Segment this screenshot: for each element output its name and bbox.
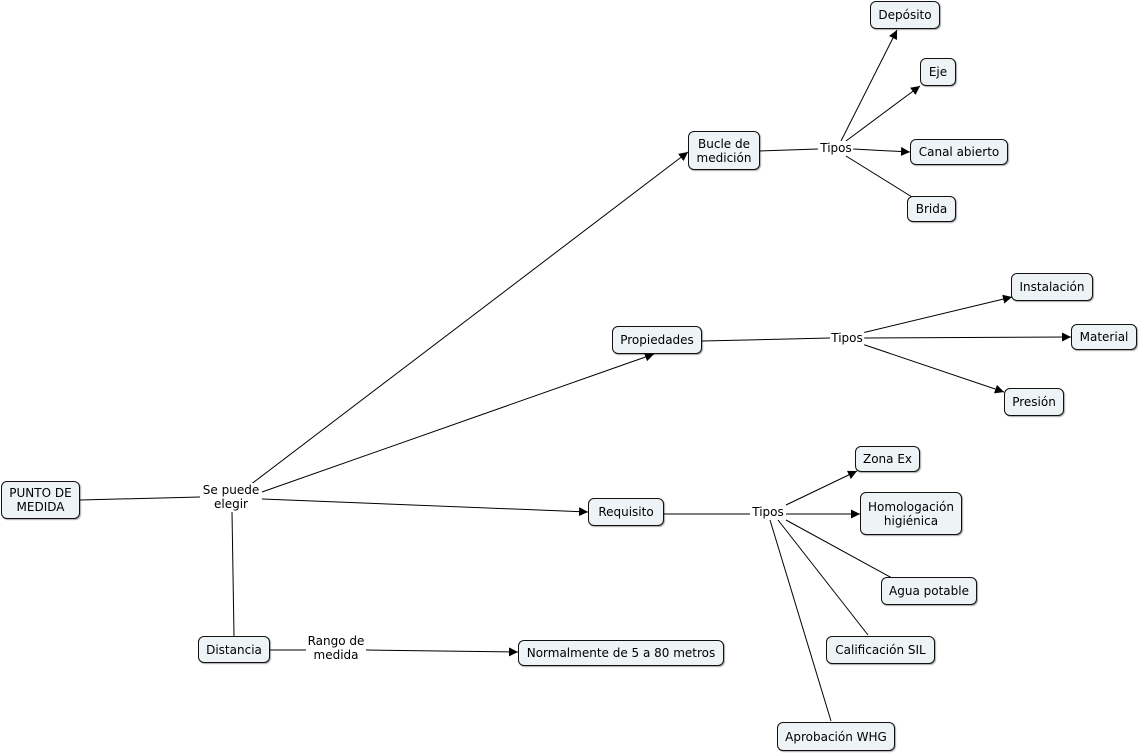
concept-presion[interactable]: Presión bbox=[1004, 388, 1064, 416]
concept-punto-de-medida[interactable]: PUNTO DE MEDIDA bbox=[1, 481, 80, 519]
link-tipos-to-sil bbox=[777, 519, 869, 636]
concept-calificacion-sil[interactable]: Calificación SIL bbox=[826, 636, 935, 664]
phrase-tipos-propiedades: Tipos bbox=[830, 331, 864, 345]
concept-requisito[interactable]: Requisito bbox=[588, 498, 664, 526]
link-punto-to-se-puede bbox=[79, 496, 201, 501]
link-tipos-to-eje bbox=[845, 85, 921, 142]
concept-distancia[interactable]: Distancia bbox=[198, 636, 270, 663]
concept-bucle-de-medicion[interactable]: Bucle de medición bbox=[688, 131, 760, 170]
link-se-puede-to-propiedades bbox=[261, 352, 655, 493]
link-tipos-to-presion bbox=[861, 343, 1005, 394]
link-bucle-to-tipos bbox=[759, 148, 819, 152]
link-tipos-to-instalacion bbox=[861, 294, 1013, 334]
concept-homologacion-higienica[interactable]: Homologación higiénica bbox=[860, 492, 962, 535]
link-tipos-to-whg bbox=[769, 519, 832, 722]
link-se-puede-to-requisito bbox=[261, 498, 589, 517]
concept-eje[interactable]: Eje bbox=[920, 58, 956, 86]
concept-brida[interactable]: Brida bbox=[907, 196, 956, 222]
link-propiedades-to-tipos bbox=[701, 337, 831, 342]
concept-material[interactable]: Material bbox=[1071, 324, 1137, 350]
phrase-se-puede-elegir: Se puede elegir bbox=[201, 483, 261, 511]
concept-agua-potable[interactable]: Agua potable bbox=[881, 577, 977, 605]
concept-aprobacion-whg[interactable]: Aprobación WHG bbox=[777, 722, 895, 751]
concept-propiedades[interactable]: Propiedades bbox=[612, 326, 702, 354]
link-se-puede-to-distancia bbox=[231, 511, 235, 637]
link-tipos-to-zona bbox=[785, 470, 858, 506]
concept-normalmente[interactable]: Normalmente de 5 a 80 metros bbox=[518, 640, 724, 666]
phrase-rango-de-medida: Rango de medida bbox=[306, 634, 366, 662]
concept-instalacion[interactable]: Instalación bbox=[1011, 273, 1093, 301]
phrase-tipos-requisito: Tipos bbox=[751, 505, 785, 519]
concept-zona-ex[interactable]: Zona Ex bbox=[855, 446, 920, 472]
phrase-tipos-bucle: Tipos bbox=[819, 141, 853, 155]
link-tipos-to-material bbox=[863, 332, 1072, 342]
link-rango-to-normalmente bbox=[365, 647, 519, 657]
link-tipos-to-deposito bbox=[840, 29, 898, 142]
link-tipos-to-agua bbox=[785, 519, 893, 579]
link-tipos-to-canal bbox=[852, 147, 911, 157]
concept-canal-abierto[interactable]: Canal abierto bbox=[910, 139, 1008, 165]
concept-deposito[interactable]: Depósito bbox=[870, 1, 940, 29]
link-tipos-to-brida bbox=[845, 155, 913, 198]
link-se-puede-to-bucle bbox=[249, 151, 689, 486]
